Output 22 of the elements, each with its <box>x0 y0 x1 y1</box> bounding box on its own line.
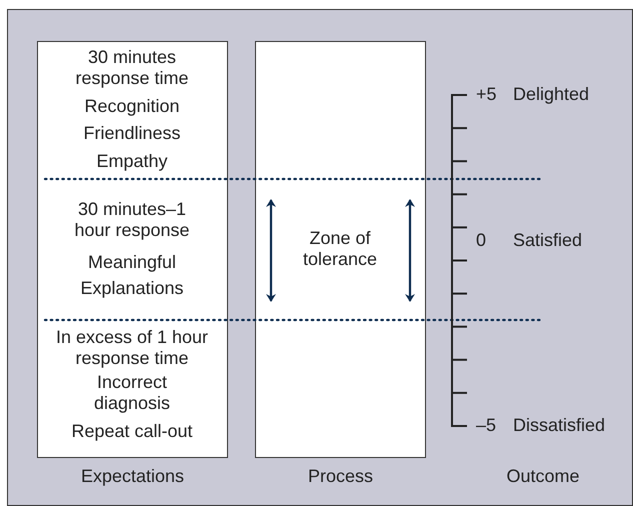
column-heading: Outcome <box>505 466 581 487</box>
expectation-item: 30 minutes response time <box>74 47 190 89</box>
expectation-item: 30 minutes–1 hour response <box>73 199 191 241</box>
scale-label: Satisfied <box>513 230 582 251</box>
expectation-item: Explanations <box>79 278 185 299</box>
scale-value: –5 <box>476 415 496 436</box>
scale-value: +5 <box>476 84 497 105</box>
expectation-item: Recognition <box>83 96 181 117</box>
expectation-item: Empathy <box>95 151 169 172</box>
column-heading: Process <box>306 466 374 487</box>
expectation-item: In excess of 1 hour response time <box>54 327 210 369</box>
column-box <box>255 41 426 458</box>
expectation-item: Incorrect diagnosis <box>92 372 172 414</box>
column-heading: Expectations <box>80 466 186 487</box>
expectation-item: Friendliness <box>82 123 182 144</box>
scale-label: Delighted <box>513 84 590 105</box>
scale-value: 0 <box>476 230 486 251</box>
zone-label: Zone of tolerance <box>302 228 378 270</box>
scale-label: Dissatisfied <box>513 415 606 436</box>
column-box <box>37 41 228 458</box>
expectation-item: Repeat call-out <box>70 421 194 442</box>
expectation-item: Meaningful <box>86 252 178 273</box>
